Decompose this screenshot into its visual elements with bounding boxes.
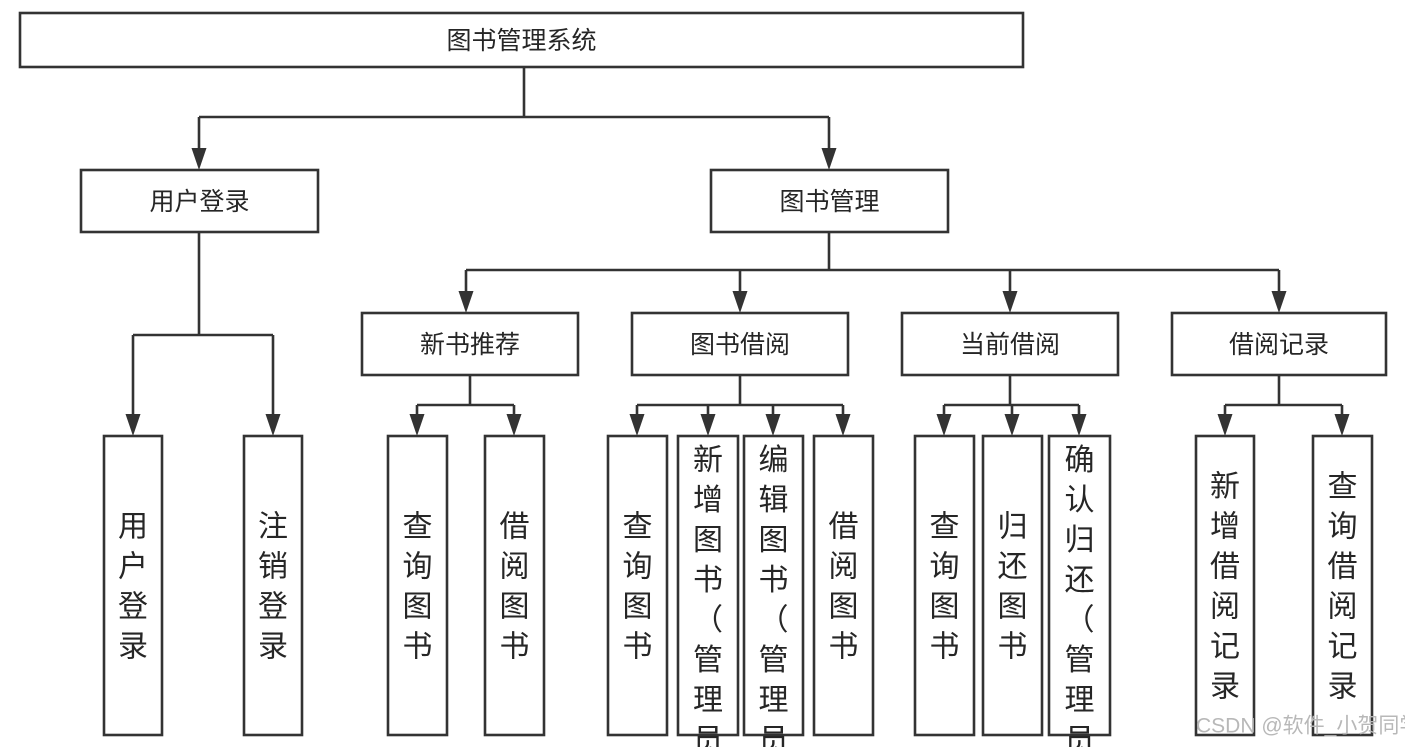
node-leaf-query-borrow-record[interactable]: 查询借阅记录 (1311, 434, 1374, 737)
csdn-watermark: CSDN @软件_小贺同学 (1196, 715, 1405, 738)
node-box-leaf-borrow-book[interactable] (812, 434, 875, 737)
node-box-leaf-query-book-recommend[interactable] (386, 434, 449, 737)
node-label-borrow-records: 借阅记录 (1229, 331, 1329, 359)
node-box-leaf-edit-book-admin[interactable] (742, 434, 805, 737)
node-box-root[interactable] (18, 11, 1025, 69)
node-box-leaf-return-book[interactable] (981, 434, 1044, 737)
conn-borrow-to-leaves (629, 375, 851, 436)
node-box-leaf-confirm-return-admin[interactable] (1047, 434, 1112, 737)
node-leaf-logout-login[interactable]: 注销登录 (242, 434, 304, 737)
node-leaf-confirm-return-admin[interactable]: 确认归还（管理员） (1047, 434, 1112, 752)
node-label-user-login: 用户登录 (149, 188, 249, 216)
node-label-leaf-user-login: 用户登录 (118, 511, 148, 664)
node-current-borrow[interactable]: 当前借阅 (900, 311, 1120, 377)
arrow-head-icon (265, 414, 281, 436)
arrow-head-icon (1271, 291, 1287, 313)
node-label-book-borrow: 图书借阅 (690, 331, 790, 359)
node-box-borrow-records[interactable] (1170, 311, 1388, 377)
node-leaf-query-book-borrow[interactable]: 查询图书 (606, 434, 669, 737)
node-leaf-borrow-book[interactable]: 借阅图书 (812, 434, 875, 737)
node-leaf-user-login[interactable]: 用户登录 (102, 434, 164, 737)
node-label-leaf-add-book-admin: 新增图书（管理员） (693, 444, 723, 747)
node-label-leaf-query-borrow-record: 查询借阅记录 (1328, 471, 1358, 704)
node-leaf-edit-book-admin[interactable]: 编辑图书（管理员） (742, 434, 805, 752)
node-box-leaf-query-borrow-record[interactable] (1311, 434, 1374, 737)
node-label-leaf-confirm-return-admin: 确认归还（管理员） (1065, 444, 1095, 747)
node-label-leaf-return-book: 归还图书 (998, 511, 1028, 664)
node-box-leaf-add-book-admin[interactable] (676, 434, 740, 737)
arrow-head-icon (506, 414, 522, 436)
node-root[interactable]: 图书管理系统 (18, 11, 1025, 69)
arrow-head-icon (409, 414, 425, 436)
arrow-head-icon (765, 414, 781, 436)
arrow-head-icon (458, 291, 474, 313)
arrow-head-icon (1004, 414, 1020, 436)
node-leaf-query-book-current[interactable]: 查询图书 (913, 434, 976, 737)
arrow-head-icon (125, 414, 141, 436)
arrow-head-icon (732, 291, 748, 313)
conn-current-to-leaves (936, 375, 1087, 436)
node-box-leaf-borrow-book-recommend[interactable] (483, 434, 546, 737)
arrow-head-icon (700, 414, 716, 436)
node-label-leaf-edit-book-admin: 编辑图书（管理员） (759, 444, 789, 747)
node-label-book-management: 图书管理 (779, 188, 879, 216)
arrow-head-icon (936, 414, 952, 436)
node-book-management[interactable]: 图书管理 (709, 168, 950, 234)
arrow-head-icon (1217, 414, 1233, 436)
connector-layer (125, 67, 1350, 436)
conn-root-to-level2 (191, 67, 837, 170)
node-user-login[interactable]: 用户登录 (79, 168, 320, 234)
node-borrow-records[interactable]: 借阅记录 (1170, 311, 1388, 377)
conn-userlogin-to-leaves (125, 232, 281, 436)
arrow-head-icon (1334, 414, 1350, 436)
node-book-borrow[interactable]: 图书借阅 (630, 311, 850, 377)
node-box-current-borrow[interactable] (900, 311, 1120, 377)
arrow-head-icon (835, 414, 851, 436)
node-label-leaf-logout-login: 注销登录 (258, 511, 288, 664)
node-layer: 图书管理系统用户登录图书管理新书推荐图书借阅当前借阅借阅记录用户登录注销登录查询… (18, 11, 1388, 752)
node-leaf-return-book[interactable]: 归还图书 (981, 434, 1044, 737)
arrow-head-icon (821, 148, 837, 170)
conn-records-to-leaves (1217, 375, 1350, 436)
node-label-leaf-borrow-book-recommend: 借阅图书 (500, 511, 530, 664)
node-label-current-borrow: 当前借阅 (960, 331, 1060, 359)
node-label-root: 图书管理系统 (446, 27, 596, 55)
node-leaf-borrow-book-recommend[interactable]: 借阅图书 (483, 434, 546, 737)
node-box-book-borrow[interactable] (630, 311, 850, 377)
node-label-leaf-query-book-current: 查询图书 (930, 511, 960, 664)
node-box-leaf-user-login[interactable] (102, 434, 164, 737)
node-box-book-management[interactable] (709, 168, 950, 234)
node-box-user-login[interactable] (79, 168, 320, 234)
node-leaf-query-book-recommend[interactable]: 查询图书 (386, 434, 449, 737)
arrow-head-icon (191, 148, 207, 170)
arrow-head-icon (629, 414, 645, 436)
node-box-leaf-query-book-current[interactable] (913, 434, 976, 737)
node-leaf-add-borrow-record[interactable]: 新增借阅记录 (1194, 434, 1256, 737)
node-label-leaf-query-book-recommend: 查询图书 (403, 511, 433, 664)
node-label-new-book-recommend: 新书推荐 (420, 331, 520, 359)
node-box-leaf-query-book-borrow[interactable] (606, 434, 669, 737)
node-label-leaf-query-book-borrow: 查询图书 (623, 511, 653, 664)
node-box-leaf-logout-login[interactable] (242, 434, 304, 737)
node-label-leaf-add-borrow-record: 新增借阅记录 (1210, 471, 1240, 704)
node-box-new-book-recommend[interactable] (360, 311, 580, 377)
node-leaf-add-book-admin[interactable]: 新增图书（管理员） (676, 434, 740, 752)
conn-recommend-to-leaves (409, 375, 522, 436)
node-new-book-recommend[interactable]: 新书推荐 (360, 311, 580, 377)
node-label-leaf-borrow-book: 借阅图书 (829, 511, 859, 664)
arrow-head-icon (1071, 414, 1087, 436)
node-box-leaf-add-borrow-record[interactable] (1194, 434, 1256, 737)
arrow-head-icon (1002, 291, 1018, 313)
conn-bookmgmt-to-level3 (458, 232, 1287, 313)
watermark-layer: CSDN @软件_小贺同学 (1196, 715, 1405, 738)
